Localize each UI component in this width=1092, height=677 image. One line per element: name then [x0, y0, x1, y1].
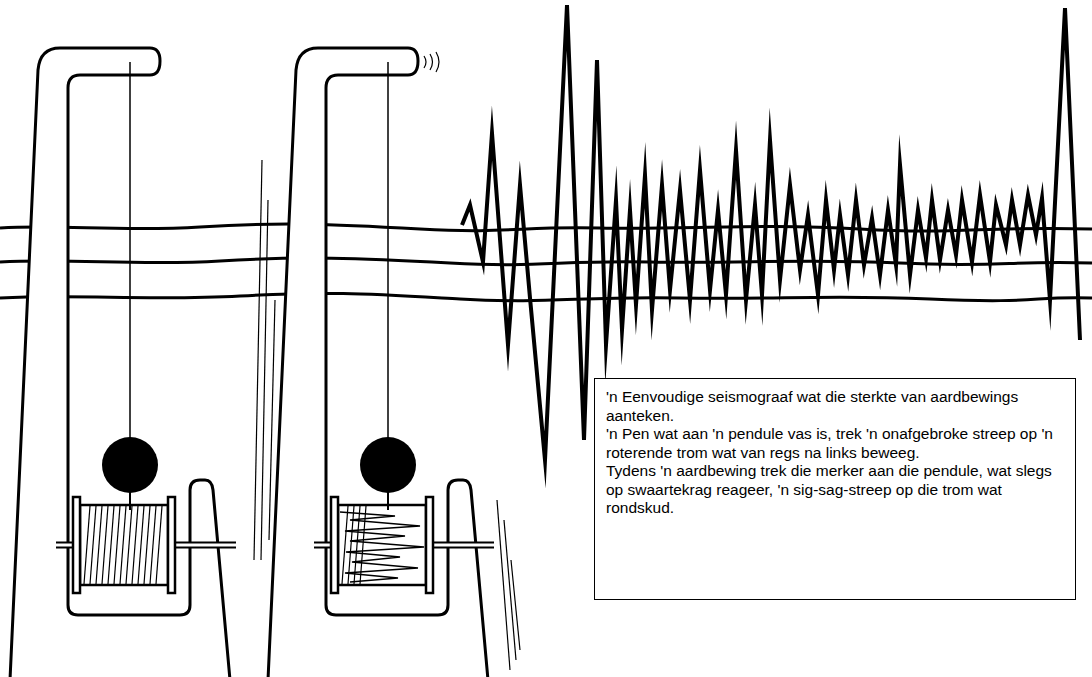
note-box: 'n Eenvoudige seismograaf wat die sterkt…	[594, 378, 1076, 600]
seismograph-still	[10, 48, 236, 677]
pendulum-bob	[360, 437, 416, 493]
note-text: Tydens 'n aardbewing trek die merker aan…	[606, 462, 1065, 518]
pendulum-string	[387, 62, 389, 440]
drum-zigzag	[340, 512, 424, 582]
pendulum-string	[129, 62, 131, 440]
pendulum-bob	[102, 437, 158, 493]
frame	[10, 48, 230, 677]
drum-flange	[426, 497, 433, 593]
earthquake-trace	[462, 5, 1080, 460]
note-text: 'n Pen wat aan 'n pendule vas is, trek '…	[606, 425, 1065, 462]
drum-trace	[84, 506, 162, 584]
record-line	[0, 258, 1092, 265]
note-text: 'n Eenvoudige seismograaf wat die sterkt…	[606, 388, 1065, 425]
seismograph-shaking	[254, 48, 520, 677]
drum-flange	[73, 497, 80, 593]
drum-flange	[168, 497, 175, 593]
drum-flange	[331, 497, 338, 593]
record-line	[0, 293, 1092, 300]
drum	[338, 505, 426, 585]
drum	[80, 505, 168, 585]
vibration-marks	[254, 52, 520, 670]
frame	[268, 48, 488, 677]
